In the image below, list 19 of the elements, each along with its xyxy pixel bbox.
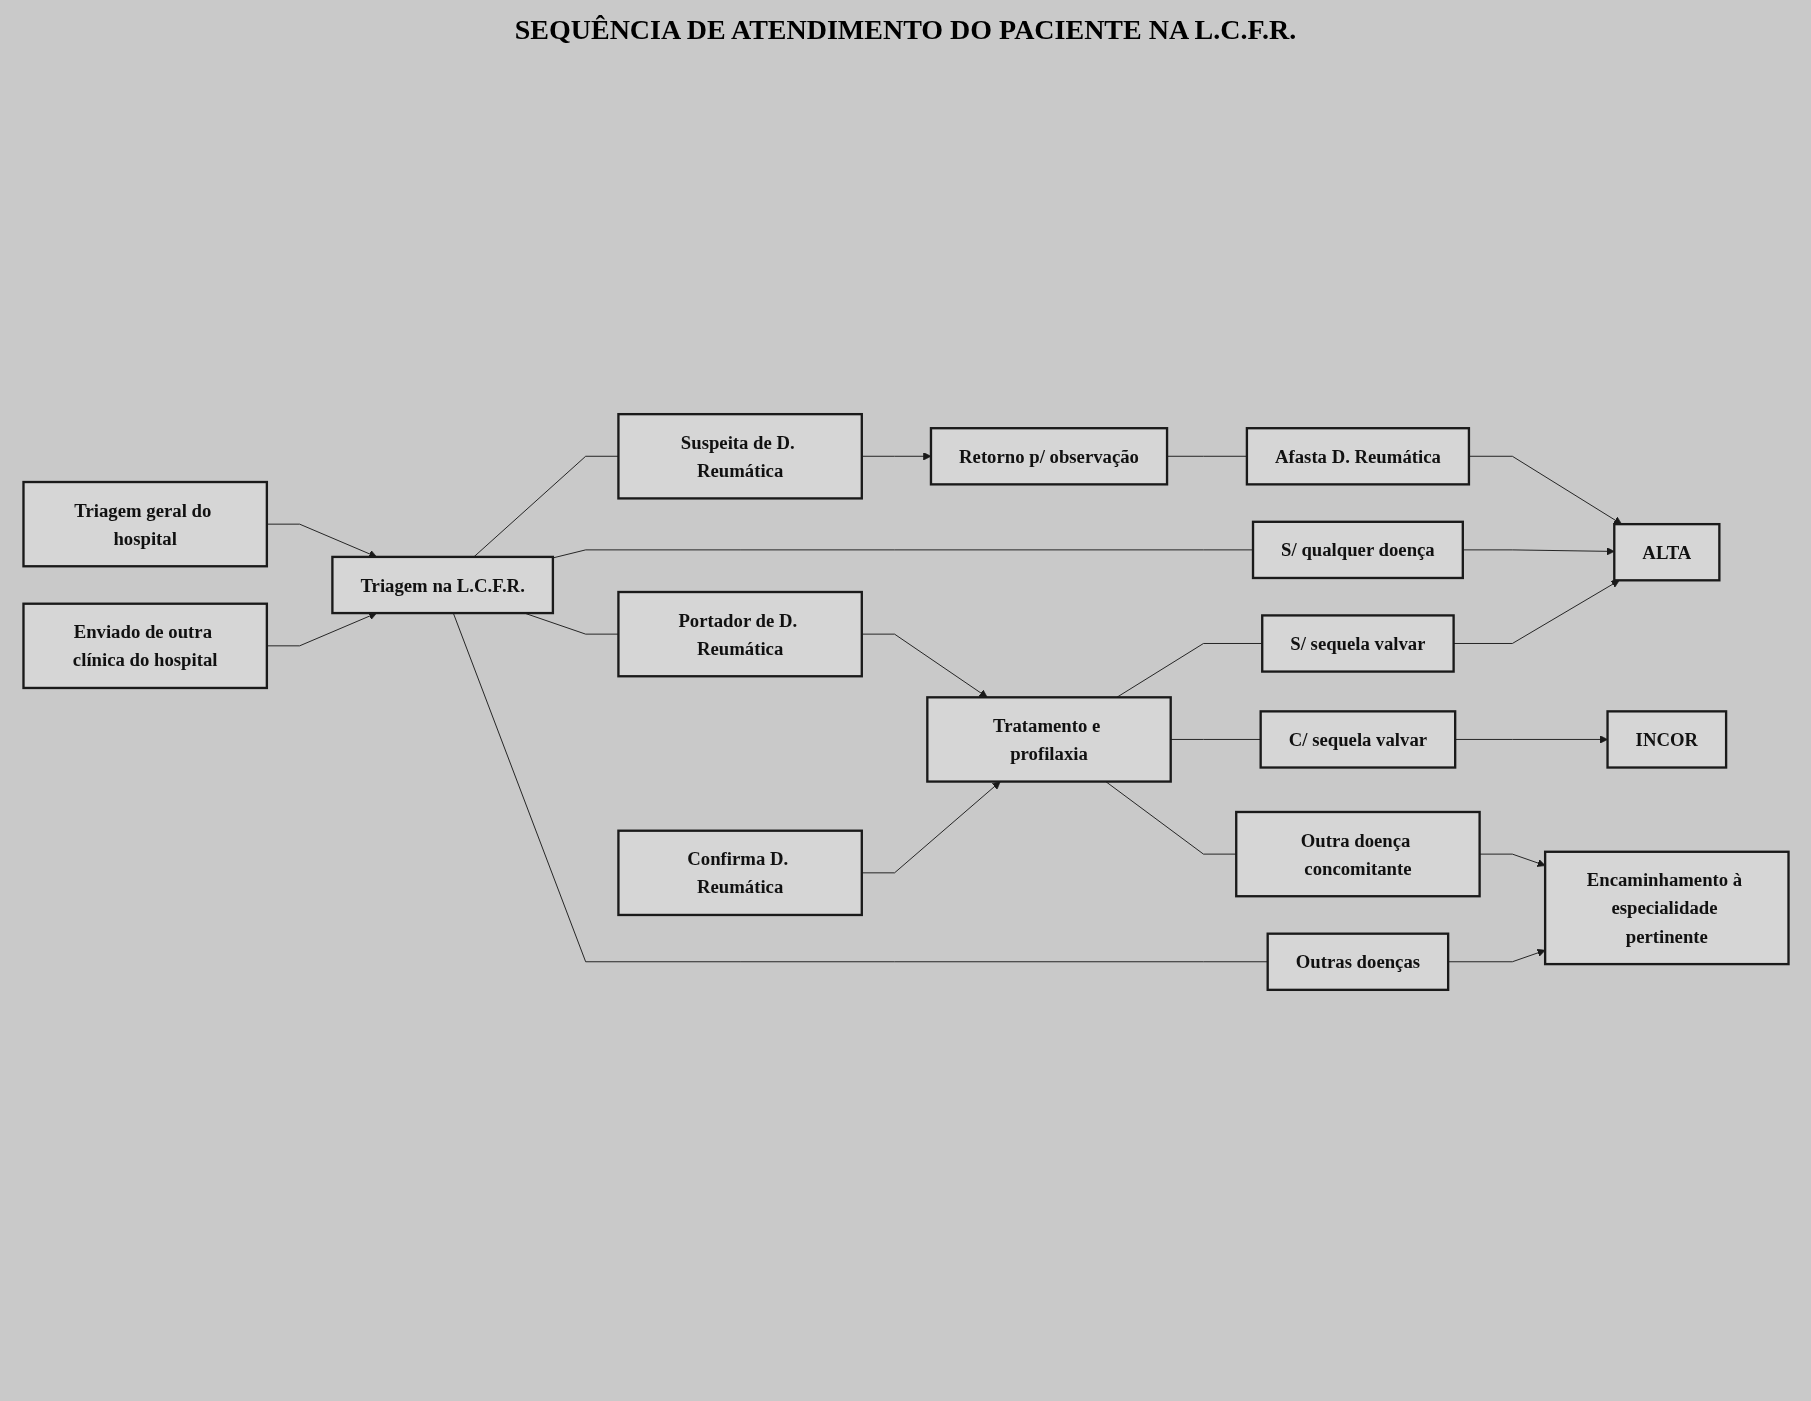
node-box: Suspeita de D. Reumática <box>616 413 863 500</box>
node-box: Encaminhamento à especialidade pertinente <box>1543 850 1790 966</box>
node-box: Afasta D. Reumática <box>1245 427 1470 486</box>
node-box: Retorno p/ observação <box>929 427 1168 486</box>
node-box: Outra doença concomitante <box>1234 810 1481 898</box>
connector <box>1166 455 1247 457</box>
diagram-title: SEQUÊNCIA DE ATENDIMENTO DO PACIENTE NA L.C.F.R. <box>513 13 1298 47</box>
node-box: S/ qualquer doença <box>1251 520 1464 580</box>
node-box: INCOR <box>1605 710 1727 769</box>
node-box: Triagem geral do hospital <box>21 480 268 568</box>
node-box: C/ sequela valvar <box>1259 710 1456 769</box>
node-box: S/ sequela valvar <box>1260 614 1455 673</box>
node-box: Outras doenças <box>1266 932 1449 991</box>
node-box: Triagem na L.C.F.R. <box>330 555 554 615</box>
node-box: ALTA <box>1612 523 1721 582</box>
node-box: Tratamento e profilaxia <box>925 696 1172 783</box>
node-box: Portador de D. Reumática <box>616 590 863 678</box>
node-box: Enviado de outra clínica do hospital <box>21 602 268 690</box>
node-box: Confirma D. Reumática <box>616 829 863 917</box>
